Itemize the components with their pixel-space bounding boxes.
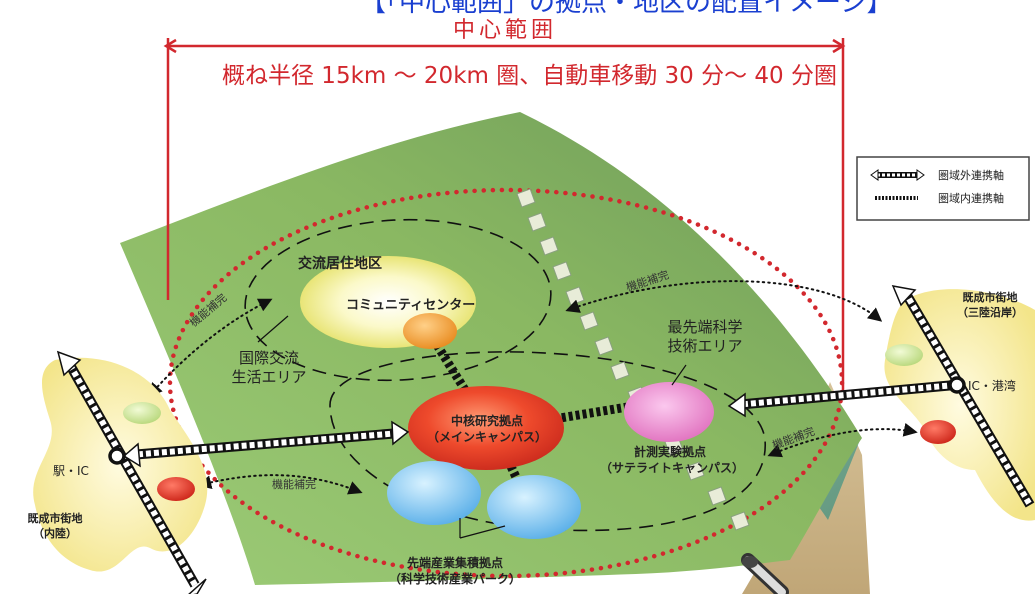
advanced-sci-line2: 技術エリア [667,337,743,355]
industry-park-node-1 [387,461,481,525]
industry-line2: （科学技術産業パーク） [388,572,521,586]
core-line2: （メインキャンパス） [426,430,547,444]
center-range-bracket [163,38,846,400]
top-title: 【「中心範囲」の拠点・地区の配置イメージ】 [360,0,893,18]
core-research-node [408,386,564,470]
measure-line1: 計測実験拠点 [633,445,706,459]
residential-district-label: 交流居住地区 [298,256,382,272]
left-city-node-red [157,477,195,501]
ilc-pipe [741,553,789,594]
legend-box [856,156,1030,221]
satellite-campus-node [624,382,714,442]
left-city-label: 既成市街地 （内陸） [10,511,100,541]
ilc-label: ILC [714,572,744,592]
left-station-label: 駅・IC [53,464,89,478]
science-zone-outline [329,351,766,532]
industry-park-label: 先端産業集積拠点 （科学技術産業パーク） [370,555,540,587]
intl-life-line2: 生活エリア [231,368,307,386]
horizontal-outer-axis-right [727,380,956,418]
left-city-area [33,357,208,572]
terrain-sheet [120,112,862,585]
industry-line1: 先端産業集積拠点 [406,556,503,570]
range-description: 概ね半径 15km ～ 20km 圏、自動車移動 30 分～ 40 分圏 [222,63,838,89]
left-city-node-lime [123,402,161,424]
complement-arrows [148,280,918,495]
left-city-line1: 既成市街地 [27,512,83,525]
left-outer-axis [56,350,207,594]
left-station-node [108,447,126,465]
right-port-node [948,376,966,394]
complement-label-bottom: 機能補完 [272,478,316,491]
right-city-area [884,289,1035,521]
right-city-node-lime [885,344,923,366]
right-outer-axis [891,285,1035,508]
center-range-heading: 中心範囲 [452,18,557,43]
advanced-sci-line1: 最先端科学 [667,318,743,336]
legend-inner-axis-label: 圏域内連携軸 [938,192,1004,205]
right-city-line2: （三陸沿岸） [957,306,1023,319]
core-research-label: 中核研究拠点 （メインキャンパス） [412,413,562,445]
community-center-label: コミュニティセンター [346,298,476,313]
intl-life-area-label: 国際交流 生活エリア [214,349,324,387]
industry-park-node-2 [487,475,581,539]
right-city-label: 既成市街地 （三陸沿岸） [945,290,1035,320]
measure-line2: （サテライトキャンパス） [600,461,745,475]
measurement-base-label: 計測実験拠点 （サテライトキャンパス） [600,444,745,476]
left-city-line2: （内陸） [33,527,77,540]
advanced-science-area-label: 最先端科学 技術エリア [650,318,760,356]
legend-outer-axis-symbol [870,169,925,181]
core-line1: 中核研究拠点 [450,414,523,428]
horizontal-outer-axis-left [122,420,410,468]
right-port-label: IC・港湾 [968,379,1016,393]
community-center-node [403,313,457,349]
intl-life-line1: 国際交流 [238,349,299,367]
right-city-line1: 既成市街地 [962,291,1018,304]
legend-outer-axis-label: 圏域外連携軸 [938,169,1004,182]
right-city-node-red [920,420,956,444]
